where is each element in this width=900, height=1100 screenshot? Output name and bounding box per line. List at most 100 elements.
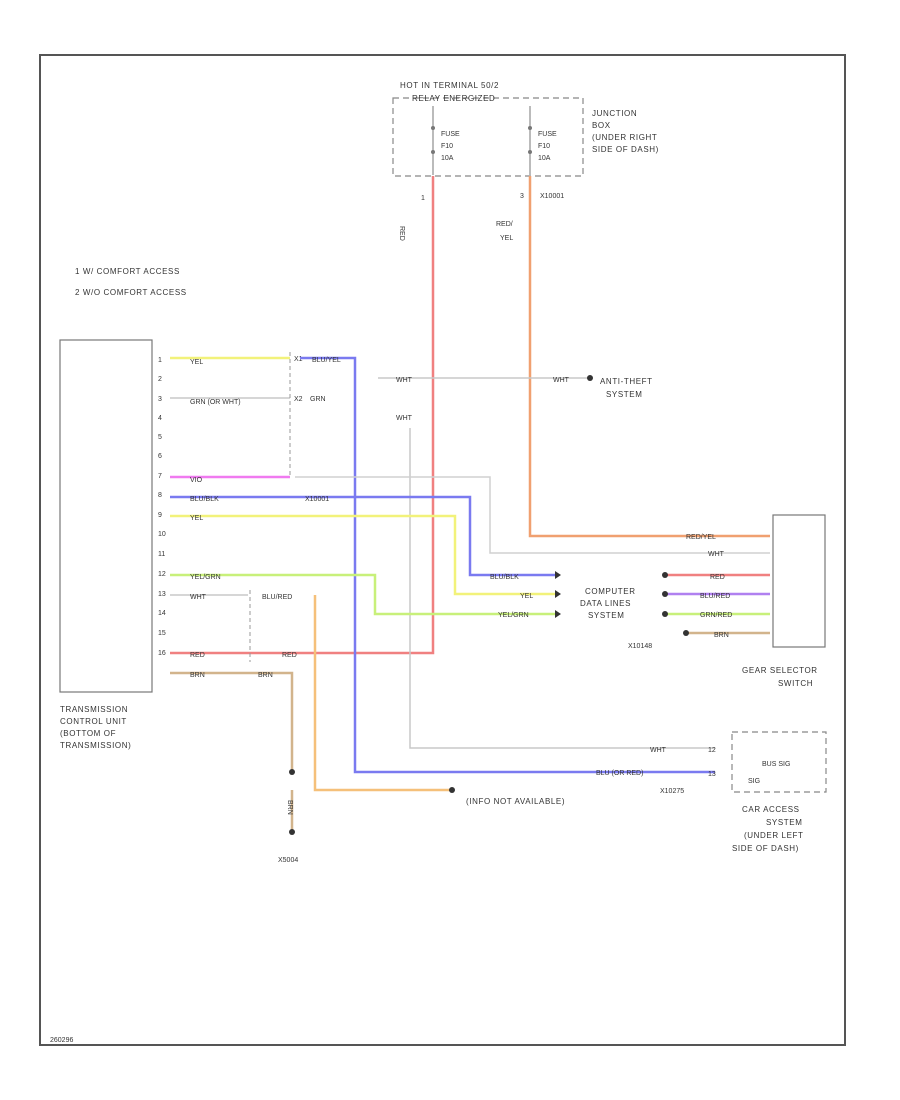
fuse2-bot: [528, 150, 532, 154]
wire-label-brn-gear: BRN: [714, 632, 729, 639]
wire-label-blu-grn-car: BLU (OR RED): [596, 770, 643, 777]
wire-label-red-gear: RED: [710, 574, 725, 581]
tcu-pin-8: 8: [158, 492, 162, 499]
junction-box-outline: [392, 97, 584, 177]
car-access-pin2: 13: [708, 771, 716, 778]
wire-yel-grn: [170, 573, 555, 616]
gear-selector-box: [772, 514, 826, 648]
tcu-pin-4: 4: [158, 415, 162, 422]
wire-blue-main: [300, 356, 715, 774]
fuse2-label3: 10A: [538, 155, 551, 162]
fuse2-top: [528, 126, 532, 130]
tcu-label3: (BOTTOM OF: [60, 729, 116, 738]
wire-wht-car: [409, 428, 715, 749]
wire-label-splice-red: RED: [282, 652, 297, 659]
wire-yel-2: [170, 514, 555, 596]
arrow-computer-3: [555, 610, 561, 618]
note-2: 2 W/O COMFORT ACCESS: [75, 288, 187, 297]
wire-label-yel-1: YEL: [190, 359, 203, 366]
wire-label-red-yel-gear: RED/YEL: [686, 534, 716, 541]
antitheft-label2: SYSTEM: [606, 390, 643, 399]
connector-x5004: X5004: [278, 857, 298, 864]
wire-label-yel-grn-gear: YEL/GRN: [498, 612, 529, 619]
car-access-box: [731, 731, 827, 793]
wire-label-red-top: RED: [398, 226, 405, 241]
computer-label2: DATA LINES: [580, 599, 631, 608]
title-line1: HOT IN TERMINAL 50/2: [400, 81, 499, 90]
title-line2: RELAY ENERGIZED: [412, 94, 495, 103]
arrow-computer-1: [555, 571, 561, 579]
wire-label-wht-tcu: WHT: [190, 594, 207, 601]
fuse1-label1: FUSE: [441, 131, 460, 138]
footer-code: 260296: [50, 1037, 73, 1044]
connector-x10275: X10275: [660, 788, 684, 795]
wire-label-wht-antitheft-2: WHT: [553, 377, 570, 384]
connector-x10001: X10001: [540, 193, 564, 200]
wire-blu-blk: [170, 495, 555, 577]
gear-label2: SWITCH: [778, 679, 813, 688]
car-access-label1: CAR ACCESS: [742, 805, 800, 814]
tcu-pin-5: 5: [158, 434, 162, 441]
ground-dot-2: [289, 829, 295, 835]
fuse1-label2: F10: [441, 143, 453, 150]
wire-label-yel-grn: YEL/GRN: [190, 574, 221, 581]
gear-dot-red: [662, 572, 668, 578]
wire-label-grn-red-gear: GRN/RED: [700, 612, 732, 619]
tcu-pin-6: 6: [158, 453, 162, 460]
tcu-box: [59, 339, 153, 693]
tcu-label1: TRANSMISSION: [60, 705, 128, 714]
wire-label-blu-blk-gear: BLU/BLK: [490, 574, 519, 581]
tcu-pin-2: 2: [158, 376, 162, 383]
tcu-pin-1: 1: [158, 357, 162, 364]
wire-red-main: [170, 176, 435, 655]
wire-label-red-yel-top-1: RED/: [496, 221, 513, 228]
car-access-label2: SYSTEM: [766, 818, 803, 827]
info-na-label: (INFO NOT AVAILABLE): [466, 797, 565, 806]
tcu-label4: TRANSMISSION): [60, 741, 131, 750]
gear-dot-blu-red: [662, 591, 668, 597]
wire-label-splice-grn: GRN: [310, 396, 326, 403]
wire-label-wht-antitheft-1: WHT: [396, 377, 413, 384]
gear-dot-grn-red: [662, 611, 668, 617]
computer-label3: SYSTEM: [588, 611, 625, 620]
ground-dot-1: [289, 769, 295, 775]
tcu-pin-16: 16: [158, 650, 166, 657]
connector-x2: X2: [294, 396, 303, 403]
antitheft-label1: ANTI-THEFT: [600, 377, 653, 386]
wire-label-red-yel-top-2: YEL: [500, 235, 513, 242]
connector-x1: X1: [294, 356, 303, 363]
car-access-label3: (UNDER LEFT: [744, 831, 804, 840]
gear-label1: GEAR SELECTOR: [742, 666, 818, 675]
computer-label1: COMPUTER: [585, 587, 636, 596]
wire-label-wht-car: WHT: [650, 747, 667, 754]
wire-label-blu-red-gear: BLU/RED: [700, 593, 730, 600]
fuse2-pin: 3: [520, 193, 524, 200]
wire-label-wht-2: WHT: [396, 415, 413, 422]
arrow-computer-2: [555, 590, 561, 598]
wire-label-blu-blk: BLU/BLK: [190, 496, 219, 503]
wire-label-grn-1: GRN (OR WHT): [190, 399, 241, 406]
car-access-label4: SIDE OF DASH): [732, 844, 799, 853]
tcu-label2: CONTROL UNIT: [60, 717, 127, 726]
tcu-pin-7: 7: [158, 473, 162, 480]
tcu-pin-10: 10: [158, 531, 166, 538]
car-access-box2: SIG: [748, 778, 760, 785]
wire-label-yel-2: YEL: [190, 515, 203, 522]
junction-label2: BOX: [592, 121, 611, 130]
tcu-pin-labels: 1 2 3 4 5 6 7 8 9 10 11 12 13 14 15 16: [158, 357, 166, 657]
wire-orange: [313, 595, 450, 792]
fuse2-label2: F10: [538, 143, 550, 150]
fuse1-top: [431, 126, 435, 130]
car-access-pin1: 12: [708, 747, 716, 754]
junction-label3: (UNDER RIGHT: [592, 133, 657, 142]
fuse1-bot: [431, 150, 435, 154]
wire-label-blu-yel: BLU/YEL: [312, 357, 341, 364]
tcu-pin-9: 9: [158, 512, 162, 519]
tcu-pin-12: 12: [158, 571, 166, 578]
tcu-pin-11: 11: [158, 551, 165, 558]
wire-label-brn-ground: BRN: [286, 800, 293, 815]
tcu-pin-15: 15: [158, 630, 166, 637]
car-access-box1: BUS SIG: [762, 761, 790, 768]
tcu-pin-3: 3: [158, 396, 162, 403]
